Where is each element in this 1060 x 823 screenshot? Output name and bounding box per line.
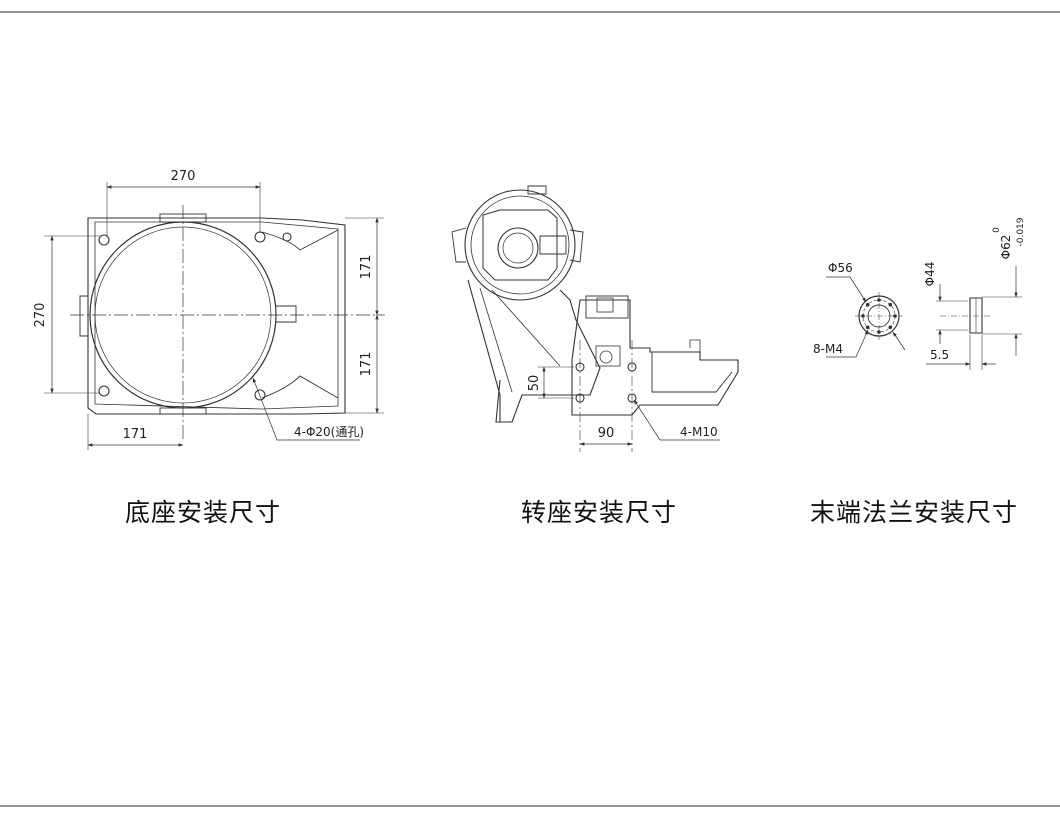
turret-port-hole [599,350,613,364]
flange-pitch-label: Φ56 [828,261,853,275]
turret-foot [495,379,504,423]
turret-dim-horizontal-label: 90 [598,426,615,441]
flange-thread-callout: 8-M4 [813,342,843,356]
flange-spigot-label: Φ44 [923,262,937,287]
turret-arm-rib [479,287,561,393]
flange-mounting-view [826,266,1022,370]
turret-head-inner [470,195,570,295]
base-outline [87,217,346,415]
turret-clamp [539,235,567,255]
base-inner-outline [94,221,339,410]
sheet-frame [0,11,1060,807]
base-hole-top-left [98,234,110,246]
base-left-lug [79,295,88,337]
base-dim-left-label: 270 [33,303,48,328]
flange-tol-upper: 0 [992,227,1002,233]
base-hole-bottom-right [254,389,266,401]
base-hole-top-right [254,231,266,243]
caption-flange-mounting: 末端法兰安装尺寸 [810,498,1019,527]
caption-turret-mounting: 转座安装尺寸 [521,498,678,527]
turret-thread-leader [633,399,720,441]
turret-mounting-view [451,185,739,452]
base-hole-leader [252,377,360,441]
turret-head-pocket [482,209,558,281]
turret-head-bore [497,227,539,269]
base-mounting-view [44,182,385,450]
base-dim-right-upper-label: 171 [359,255,374,280]
turret-block-window [595,345,621,367]
turret-block-upper [585,295,629,319]
turret-port [596,297,614,313]
base-hole-bottom-left [98,385,110,397]
base-channel-top [261,229,339,251]
flange-side-profile [969,297,983,334]
flange-depth-label: 5.5 [930,348,949,362]
turret-head-tab [527,185,547,195]
turret-thread-callout: 4-M10 [680,425,718,439]
turret-arm [467,279,601,423]
base-hole-side [282,232,292,242]
turret-motor-housing [651,352,733,393]
base-channel-bottom [261,375,339,399]
turret-step [689,339,701,352]
base-hole-callout: 4-Φ20(通孔) [294,425,364,439]
base-dim-top-label: 270 [171,169,196,184]
turret-left-wing [451,227,467,263]
turret-dim-vertical-label: 50 [527,375,542,392]
turret-head-outer [464,189,576,301]
flange-outer-label: Φ62 [999,235,1013,260]
caption-base-mounting: 底座安装尺寸 [125,498,282,527]
base-dim-bottom-label: 171 [123,427,148,442]
base-dim-right-lower-label: 171 [359,352,374,377]
turret-base-block [571,299,739,416]
base-right-lug [276,305,297,323]
flange-pitch-leader [826,276,867,303]
flange-tol-lower: -0.019 [1016,217,1026,246]
turret-right-wing [569,229,584,263]
flange-thread-leader [826,329,869,358]
turret-head-bore-inner [502,232,534,264]
